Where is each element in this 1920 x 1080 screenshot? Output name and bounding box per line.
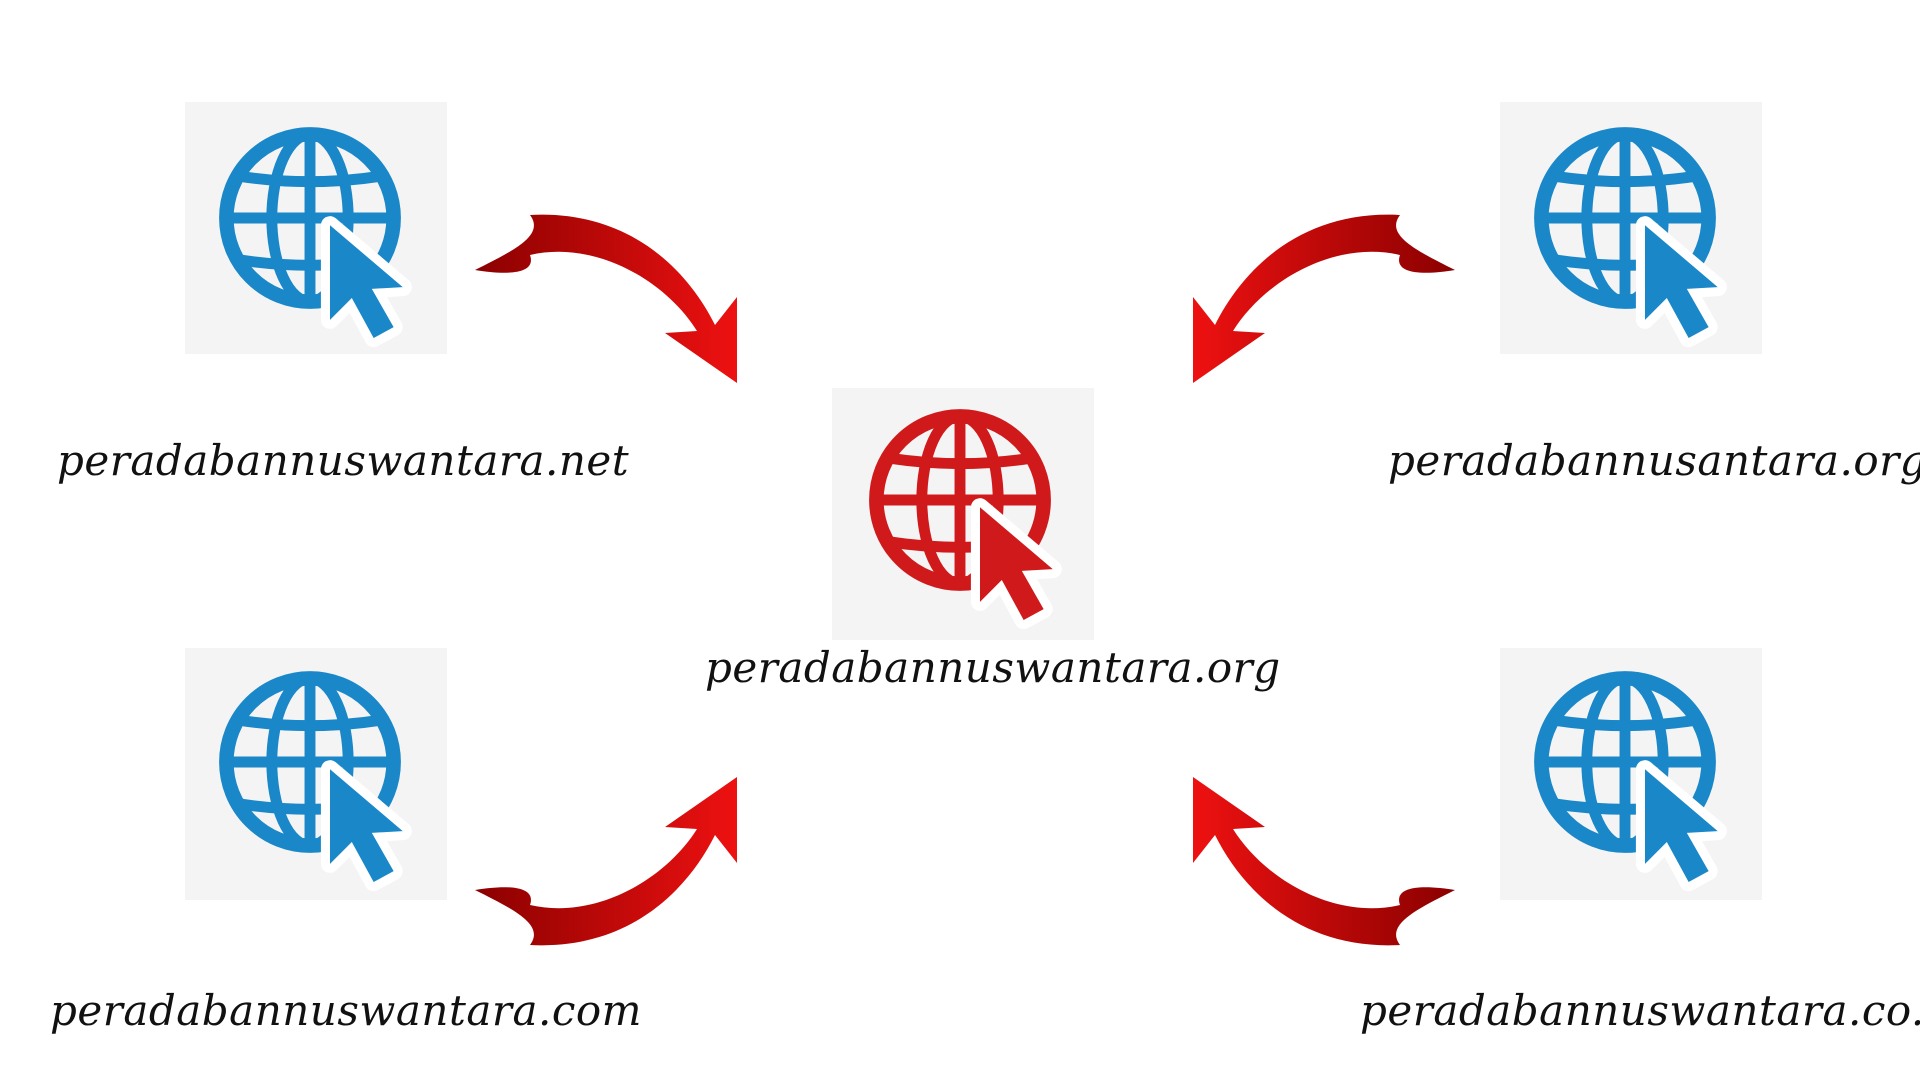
arrow-top-right	[1193, 214, 1455, 383]
node-bottom-left: peradabannuswantara.com	[50, 648, 642, 1035]
domain-label-net: peradabannuswantara.net	[57, 436, 629, 485]
node-bottom-right: peradabannuswantara.co.id	[1360, 648, 1920, 1035]
domain-label-co-id: peradabannuswantara.co.id	[1360, 986, 1920, 1035]
arrow-bottom-left	[475, 777, 737, 946]
node-center: peradabannuswantara.org	[705, 388, 1281, 692]
domain-label-org-alt: peradabannusantara.org	[1388, 436, 1920, 485]
domain-label-primary: peradabannuswantara.org	[705, 643, 1281, 692]
domain-label-com: peradabannuswantara.com	[50, 986, 642, 1035]
node-top-right: peradabannusantara.org	[1388, 102, 1920, 485]
arrow-bottom-right	[1193, 777, 1455, 946]
node-top-left: peradabannuswantara.net	[57, 102, 629, 485]
arrow-top-left	[475, 214, 737, 383]
